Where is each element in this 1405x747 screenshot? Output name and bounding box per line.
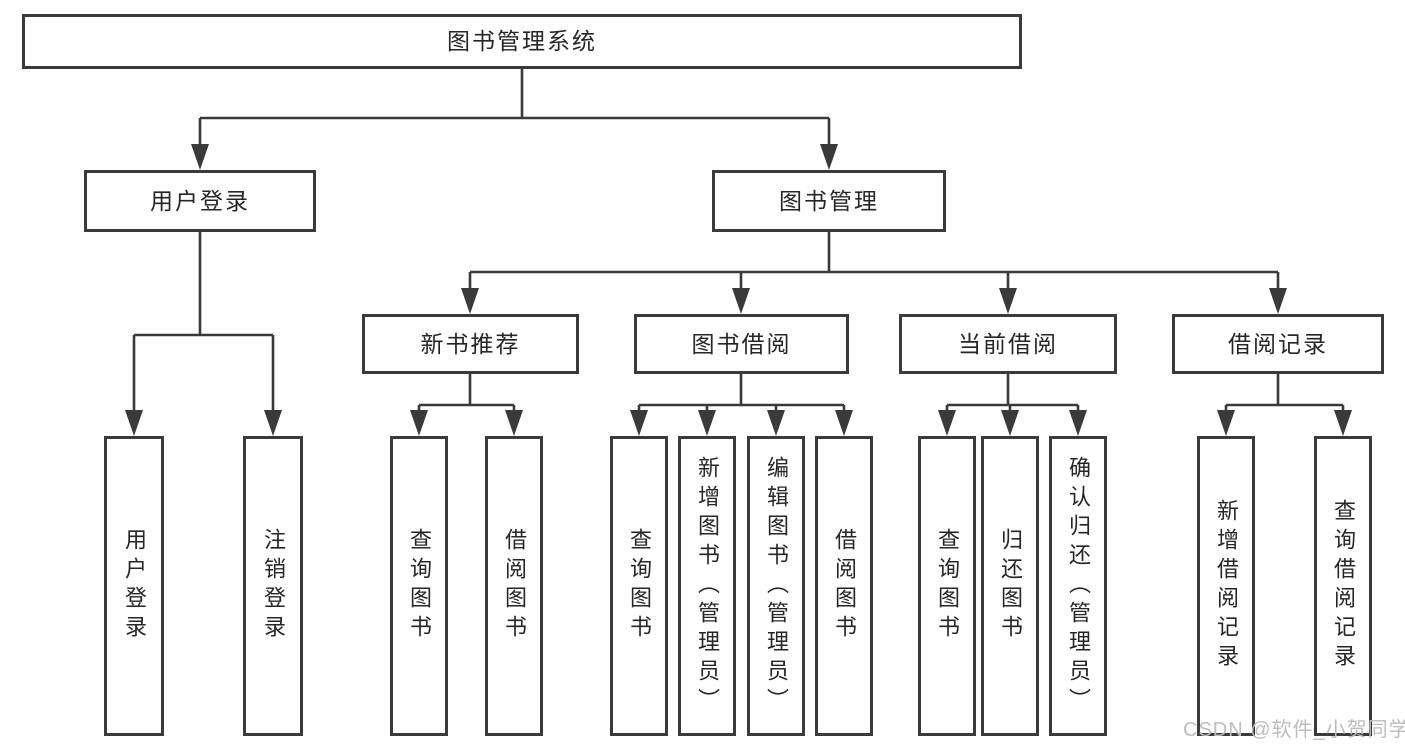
leaf-label: 归还图书 [998, 528, 1023, 644]
watermark: CSDN @软件_小贺同学 [1183, 719, 1405, 741]
leaf-label: 借阅图书 [832, 528, 857, 644]
leaf-confirm-return-admin: 确认归还（管理员） [1049, 436, 1107, 736]
leaf-label: 查询借阅记录 [1331, 499, 1356, 673]
leaf-add-borrow-record: 新增借阅记录 [1197, 436, 1255, 736]
leaf-query-borrow-record: 查询借阅记录 [1314, 436, 1372, 736]
leaf-borrow-borrow-books: 借阅图书 [815, 436, 873, 736]
node-book-management: 图书管理 [712, 170, 946, 232]
node-borrow-records: 借阅记录 [1172, 314, 1384, 374]
node-new-book-recommend: 新书推荐 [362, 314, 579, 374]
node-book-borrow: 图书借阅 [634, 314, 849, 374]
leaf-label: 查询图书 [935, 528, 960, 644]
leaf-label: 新增借阅记录 [1214, 499, 1239, 673]
leaf-label: 注销登录 [261, 528, 286, 644]
leaf-borrow-query-books: 查询图书 [610, 436, 668, 736]
leaf-return-books: 归还图书 [981, 436, 1039, 736]
leaf-label: 查询图书 [627, 528, 652, 644]
leaf-user-login: 用户登录 [104, 436, 164, 736]
leaf-current-query-books: 查询图书 [918, 436, 976, 736]
leaf-label: 确认归还（管理员） [1066, 455, 1091, 717]
leaf-recommend-borrow-books: 借阅图书 [485, 436, 543, 736]
leaf-logout: 注销登录 [243, 436, 303, 736]
node-root: 图书管理系统 [22, 14, 1022, 69]
leaf-edit-books-admin: 编辑图书（管理员） [747, 436, 805, 736]
leaf-label: 用户登录 [122, 528, 147, 644]
node-current-borrow: 当前借阅 [899, 314, 1117, 374]
leaf-label: 查询图书 [407, 528, 432, 644]
node-user-login: 用户登录 [84, 170, 316, 232]
leaf-label: 编辑图书（管理员） [764, 455, 789, 717]
leaf-label: 新增图书（管理员） [695, 455, 720, 717]
leaf-recommend-query-books: 查询图书 [390, 436, 448, 736]
leaf-label: 借阅图书 [502, 528, 527, 644]
leaf-add-books-admin: 新增图书（管理员） [678, 436, 736, 736]
